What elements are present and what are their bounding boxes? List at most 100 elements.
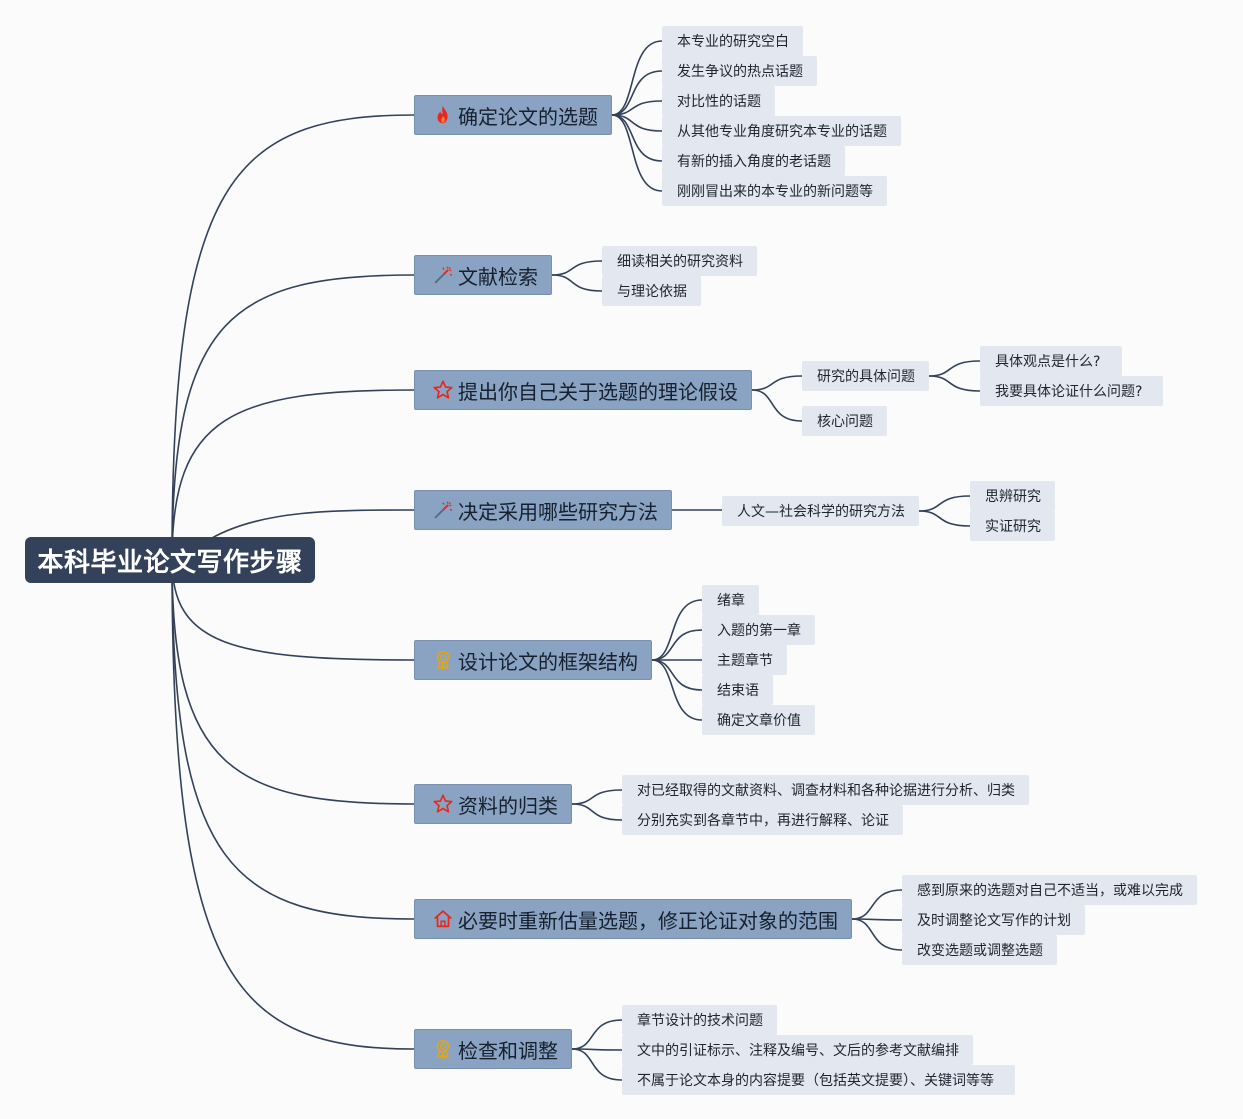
branch-connector <box>611 114 663 162</box>
root-connector <box>171 274 415 561</box>
leaf-label: 核心问题 <box>817 414 873 430</box>
leaf-label: 思辨研究 <box>985 489 1041 505</box>
leaf-label: 具体观点是什么? <box>995 354 1101 370</box>
leaf-first-chapter[interactable]: 入题的第一章 <box>702 615 815 645</box>
leaf-fill-chapters[interactable]: 分别充实到各章节中，再进行解释、论证 <box>622 805 903 835</box>
leaf-speculative-research[interactable]: 思辨研究 <box>970 481 1055 511</box>
leaf-label: 我要具体论证什么问题? <box>995 384 1143 400</box>
leaf-old-topic-new-angle[interactable]: 有新的插入角度的老话题 <box>662 146 845 176</box>
leaf-topic-unsuitable[interactable]: 感到原来的选题对自己不适当，或难以完成 <box>902 875 1197 905</box>
home-icon <box>431 907 455 931</box>
leaf-label: 本专业的研究空白 <box>677 34 789 50</box>
leaf-label: 从其他专业角度研究本专业的话题 <box>677 124 887 140</box>
branch-connector <box>551 260 603 276</box>
root-connector <box>211 509 415 539</box>
topic-label: 决定采用哪些研究方法 <box>458 499 658 524</box>
branch-connector <box>651 659 703 691</box>
leaf-label: 不属于论文本身的内容提要（包括英文提要）、关键词等等 <box>637 1073 994 1089</box>
leaf-research-gap[interactable]: 本专业的研究空白 <box>662 26 803 56</box>
branch-connector <box>651 599 703 661</box>
leaf-label: 章节设计的技术问题 <box>637 1013 763 1029</box>
leaf-label: 细读相关的研究资料 <box>617 254 743 270</box>
root-topic[interactable]: 本科毕业论文写作步骤 <box>25 537 315 583</box>
sub-connector <box>918 495 971 512</box>
topic-label: 文献检索 <box>458 264 538 289</box>
leaf-abstract-keywords[interactable]: 不属于论文本身的内容提要（包括英文提要）、关键词等等 <box>622 1065 1015 1095</box>
leaf-label: 刚刚冒出来的本专业的新问题等 <box>677 184 873 200</box>
leaf-conclusion[interactable]: 结束语 <box>702 675 773 705</box>
root-connector <box>171 559 415 1050</box>
award-ribbon-icon <box>431 648 455 672</box>
root-label: 本科毕业论文写作步骤 <box>37 547 303 578</box>
leaf-comparative-topic[interactable]: 对比性的话题 <box>662 86 775 116</box>
branch-connector <box>851 889 903 920</box>
leaf-label: 有新的插入角度的老话题 <box>677 154 831 170</box>
leaf-new-problems[interactable]: 刚刚冒出来的本专业的新问题等 <box>662 176 887 206</box>
leaf-main-chapters[interactable]: 主题章节 <box>702 645 787 675</box>
leaf-label: 研究的具体问题 <box>817 369 915 385</box>
topic-select-thesis-topic[interactable]: 确定论文的选题 <box>414 95 612 135</box>
magic-wand-icon <box>431 263 455 287</box>
topic-reassess-topic[interactable]: 必要时重新估量选题，修正论证对象的范围 <box>414 899 852 939</box>
branch-connector <box>571 789 623 805</box>
leaf-label: 分别充实到各章节中，再进行解释、论证 <box>637 813 889 829</box>
root-connector <box>171 114 415 561</box>
leaf-controversial-topic[interactable]: 发生争议的热点话题 <box>662 56 817 86</box>
award-ribbon-icon <box>431 1037 455 1061</box>
root-connector <box>171 559 415 661</box>
leaf-cross-discipline-topic[interactable]: 从其他专业角度研究本专业的话题 <box>662 116 901 146</box>
leaf-label: 主题章节 <box>717 653 773 669</box>
branch-connector <box>611 40 663 116</box>
sub-connector <box>918 510 971 527</box>
branch-connector <box>751 375 803 391</box>
leaf-chapter-technical-issues[interactable]: 章节设计的技术问题 <box>622 1005 777 1035</box>
topic-label: 资料的归类 <box>458 793 558 818</box>
leaf-citations-references[interactable]: 文中的引证标示、注释及编号、文后的参考文献编排 <box>622 1035 973 1065</box>
fire-icon <box>431 103 455 127</box>
leaf-theoretical-basis[interactable]: 与理论依据 <box>602 276 701 306</box>
branch-connector <box>571 1019 623 1050</box>
leaf-label: 绪章 <box>717 593 745 609</box>
topic-classify-materials[interactable]: 资料的归类 <box>414 784 572 824</box>
leaf-label: 感到原来的选题对自己不适当，或难以完成 <box>917 883 1183 899</box>
topic-label: 设计论文的框架结构 <box>458 649 638 674</box>
topic-propose-hypothesis[interactable]: 提出你自己关于选题的理论假设 <box>414 370 752 410</box>
leaf-core-question[interactable]: 核心问题 <box>802 406 887 436</box>
leaf-specific-viewpoint[interactable]: 具体观点是什么? <box>980 346 1122 376</box>
topic-label: 检查和调整 <box>458 1038 558 1063</box>
leaf-analyze-classify[interactable]: 对已经取得的文献资料、调查材料和各种论据进行分析、归类 <box>622 775 1029 805</box>
topic-literature-search[interactable]: 文献检索 <box>414 255 552 295</box>
leaf-humanities-social-methods[interactable]: 人文—社会科学的研究方法 <box>722 496 919 526</box>
topic-label: 确定论文的选题 <box>458 104 598 129</box>
leaf-label: 确定文章价值 <box>717 713 801 729</box>
branch-connector <box>851 918 903 951</box>
leaf-what-to-argue[interactable]: 我要具体论证什么问题? <box>980 376 1163 406</box>
branch-connector <box>551 274 603 292</box>
leaf-introduction-chapter[interactable]: 绪章 <box>702 585 759 615</box>
leaf-label: 结束语 <box>717 683 759 699</box>
sub-connector <box>928 375 981 392</box>
topic-label: 必要时重新估量选题，修正论证对象的范围 <box>458 908 838 933</box>
leaf-label: 实证研究 <box>985 519 1041 535</box>
root-connector <box>171 559 415 920</box>
star-icon <box>431 378 455 402</box>
branch-connector <box>611 114 663 192</box>
branch-connector <box>611 70 663 116</box>
leaf-change-topic[interactable]: 改变选题或调整选题 <box>902 935 1057 965</box>
branch-connector <box>571 1048 623 1081</box>
branch-connector <box>651 659 703 721</box>
leaf-label: 对已经取得的文献资料、调查材料和各种论据进行分析、归类 <box>637 783 1015 799</box>
topic-research-methods[interactable]: 决定采用哪些研究方法 <box>414 490 672 530</box>
topic-check-adjust[interactable]: 检查和调整 <box>414 1029 572 1069</box>
leaf-label: 对比性的话题 <box>677 94 761 110</box>
leaf-read-research-materials[interactable]: 细读相关的研究资料 <box>602 246 757 276</box>
leaf-label: 发生争议的热点话题 <box>677 64 803 80</box>
leaf-adjust-plan[interactable]: 及时调整论文写作的计划 <box>902 905 1085 935</box>
leaf-empirical-research[interactable]: 实证研究 <box>970 511 1055 541</box>
branch-connector <box>651 629 703 661</box>
root-connector <box>171 559 415 805</box>
topic-framework-structure[interactable]: 设计论文的框架结构 <box>414 640 652 680</box>
leaf-specific-research-question[interactable]: 研究的具体问题 <box>802 361 929 391</box>
leaf-determine-value[interactable]: 确定文章价值 <box>702 705 815 735</box>
